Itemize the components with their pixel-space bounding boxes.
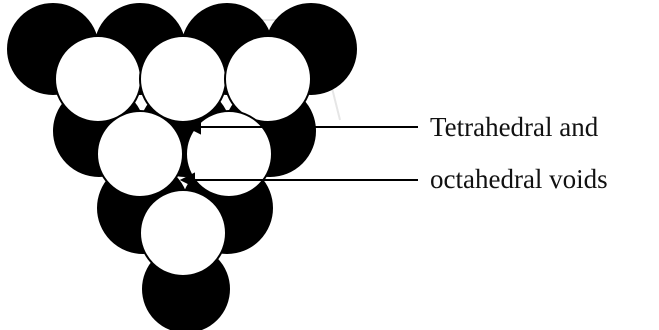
light-sphere [139, 189, 227, 277]
light-sphere [139, 35, 227, 123]
label-tetrahedral: Tetrahedral and [430, 112, 599, 142]
arrow-head-octahedral [179, 172, 195, 188]
light-sphere [185, 110, 273, 198]
arrow-head-tetrahedral [185, 119, 201, 135]
light-sphere [224, 35, 312, 123]
label-octahedral: octahedral voids [430, 164, 608, 194]
top-layer [54, 35, 312, 277]
pointer-arrows [179, 119, 418, 188]
light-sphere [54, 35, 142, 123]
light-sphere [96, 110, 184, 198]
